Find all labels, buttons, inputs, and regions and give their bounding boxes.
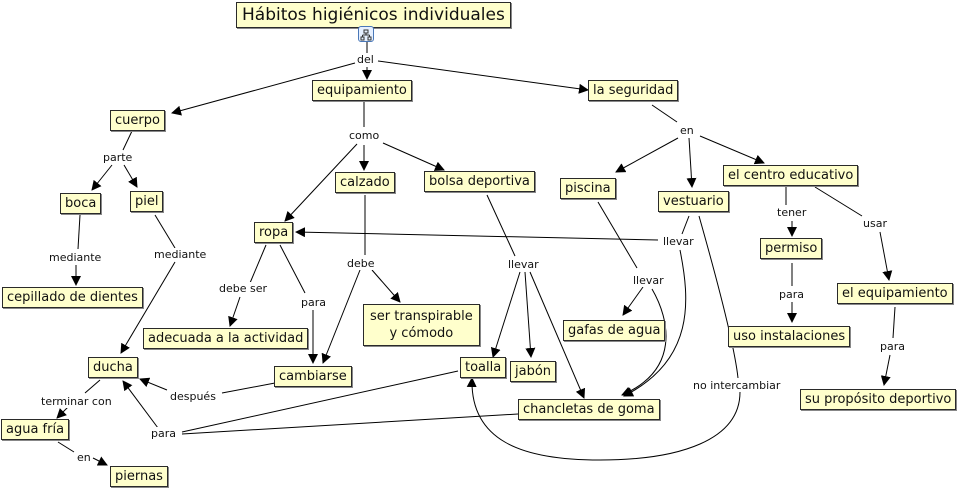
node-title[interactable]: Hábitos higiénicos individuales	[236, 2, 511, 28]
edge-debeser-adecuada	[228, 296, 241, 327]
node-el-centro-educativo[interactable]: el centro educativo	[723, 165, 859, 186]
node-piscina[interactable]: piscina	[560, 178, 616, 199]
edge-agua-en	[57, 441, 75, 453]
link-para-ducha[interactable]: para	[150, 427, 177, 440]
edge-ducha-terminar	[84, 379, 101, 394]
link-tener[interactable]: tener	[776, 206, 808, 219]
edge-parte-piel	[123, 164, 138, 188]
edge-para-ducha	[122, 380, 159, 429]
edge-como-ropa	[284, 143, 358, 222]
edge-llevar-chancletas-2	[621, 288, 667, 397]
edge-en-piscina	[615, 137, 679, 173]
edge-debe-cambiarse	[321, 269, 361, 364]
edge-cuerpo-parte	[122, 130, 133, 151]
link-en-agua[interactable]: en	[76, 451, 92, 464]
link-como[interactable]: como	[348, 129, 381, 142]
node-agua-fria[interactable]: agua fría	[1, 419, 70, 440]
edge-piscina-llevar	[597, 201, 638, 269]
edge-ropa-para	[279, 244, 306, 294]
link-para-permiso[interactable]: para	[778, 288, 805, 301]
edge-centro-usar	[814, 186, 863, 217]
edge-debe-transpirable	[371, 269, 401, 303]
node-ser-transpirable[interactable]: ser transpirable y cómodo	[363, 304, 480, 346]
edge-del-seguridad	[377, 60, 589, 94]
node-su-proposito-deportivo[interactable]: su propósito deportivo	[800, 389, 957, 410]
link-en-seguridad[interactable]: en	[679, 124, 695, 137]
node-cambiarse[interactable]: cambiarse	[274, 366, 352, 387]
edge-del-cuerpo	[171, 62, 356, 116]
edge-vestuario-llevar	[681, 215, 690, 235]
edge-ropa-debeser	[249, 244, 267, 284]
edge-chancletas-para	[181, 413, 519, 435]
edge-bolsa-llevar	[486, 194, 516, 257]
edge-toalla-para	[181, 370, 459, 433]
edge-llevar-gafas	[622, 286, 644, 316]
link-para-ropa[interactable]: para	[300, 296, 327, 309]
edge-llevar-chancletas-3	[623, 249, 687, 397]
link-debe[interactable]: debe	[346, 257, 376, 270]
edge-llevar-jabon	[524, 271, 536, 358]
edge-usar-elequipamiento	[879, 231, 893, 281]
node-piel[interactable]: piel	[130, 191, 164, 212]
node-el-equipamiento[interactable]: el equipamiento	[837, 283, 953, 304]
link-debe-ser[interactable]: debe ser	[218, 282, 269, 295]
node-calzado[interactable]: calzado	[335, 172, 395, 193]
node-equipamiento[interactable]: equipamiento	[312, 80, 412, 101]
edge-en-centro	[699, 135, 765, 165]
node-jabon[interactable]: jabón	[510, 361, 557, 382]
edge-despues-ducha	[139, 377, 168, 391]
edge-llevar-chancletas	[529, 271, 586, 399]
edge-en-piernas	[92, 456, 108, 466]
edge-llevar-ropa	[295, 227, 659, 241]
edge-cambiarse-despues	[221, 382, 276, 394]
link-no-intercambiar[interactable]: no intercambiar	[692, 379, 782, 392]
edge-vestuario-nointercambiar	[698, 215, 739, 379]
edge-elequip-para	[892, 306, 896, 339]
link-llevar-vestuario[interactable]: llevar	[662, 235, 695, 248]
edge-en-vestuario	[686, 137, 697, 188]
node-permiso[interactable]: permiso	[760, 238, 823, 259]
link-despues[interactable]: después	[169, 390, 217, 403]
link-mediante-piel[interactable]: mediante	[153, 248, 208, 261]
edge-para-proposito	[880, 354, 891, 386]
edge-nointercambiar-toalla	[466, 377, 741, 461]
link-usar[interactable]: usar	[862, 217, 888, 230]
node-piernas[interactable]: piernas	[110, 466, 168, 487]
node-adecuada-a-la-actividad[interactable]: adecuada a la actividad	[143, 328, 309, 349]
node-bolsa-deportiva[interactable]: bolsa deportiva	[424, 171, 535, 192]
node-la-seguridad[interactable]: la seguridad	[588, 80, 679, 101]
node-cepillado-de-dientes[interactable]: cepillado de dientes	[2, 287, 143, 308]
link-del[interactable]: del	[356, 53, 375, 66]
link-mediante-boca[interactable]: mediante	[48, 251, 103, 264]
edge-boca-mediante	[77, 214, 81, 250]
node-gafas-de-agua[interactable]: gafas de agua	[563, 320, 666, 341]
edge-como-bolsa	[382, 142, 445, 171]
node-cuerpo[interactable]: cuerpo	[110, 110, 165, 131]
edge-terminar-agua	[56, 406, 69, 419]
node-toalla[interactable]: toalla	[460, 357, 507, 378]
concept-map-hierarchy-icon[interactable]	[358, 26, 374, 42]
link-parte[interactable]: parte	[102, 151, 134, 164]
edge-llevar-toalla	[490, 271, 521, 358]
edge-mediante-ducha	[120, 261, 176, 354]
link-llevar-bolsa[interactable]: llevar	[507, 258, 540, 271]
link-terminar-con[interactable]: terminar con	[40, 395, 113, 408]
node-uso-instalaciones[interactable]: uso instalaciones	[728, 326, 851, 347]
link-para-equipamiento[interactable]: para	[879, 340, 906, 353]
edge-seguridad-en	[651, 104, 678, 123]
node-chancletas-de-goma[interactable]: chancletas de goma	[518, 399, 660, 420]
edge-parte-boca	[91, 164, 113, 191]
link-llevar-piscina[interactable]: llevar	[632, 274, 665, 287]
node-vestuario[interactable]: vestuario	[658, 191, 729, 212]
edge-piel-mediante	[154, 214, 176, 249]
node-ropa[interactable]: ropa	[254, 222, 294, 243]
node-ducha[interactable]: ducha	[88, 357, 138, 378]
node-boca[interactable]: boca	[60, 193, 102, 214]
